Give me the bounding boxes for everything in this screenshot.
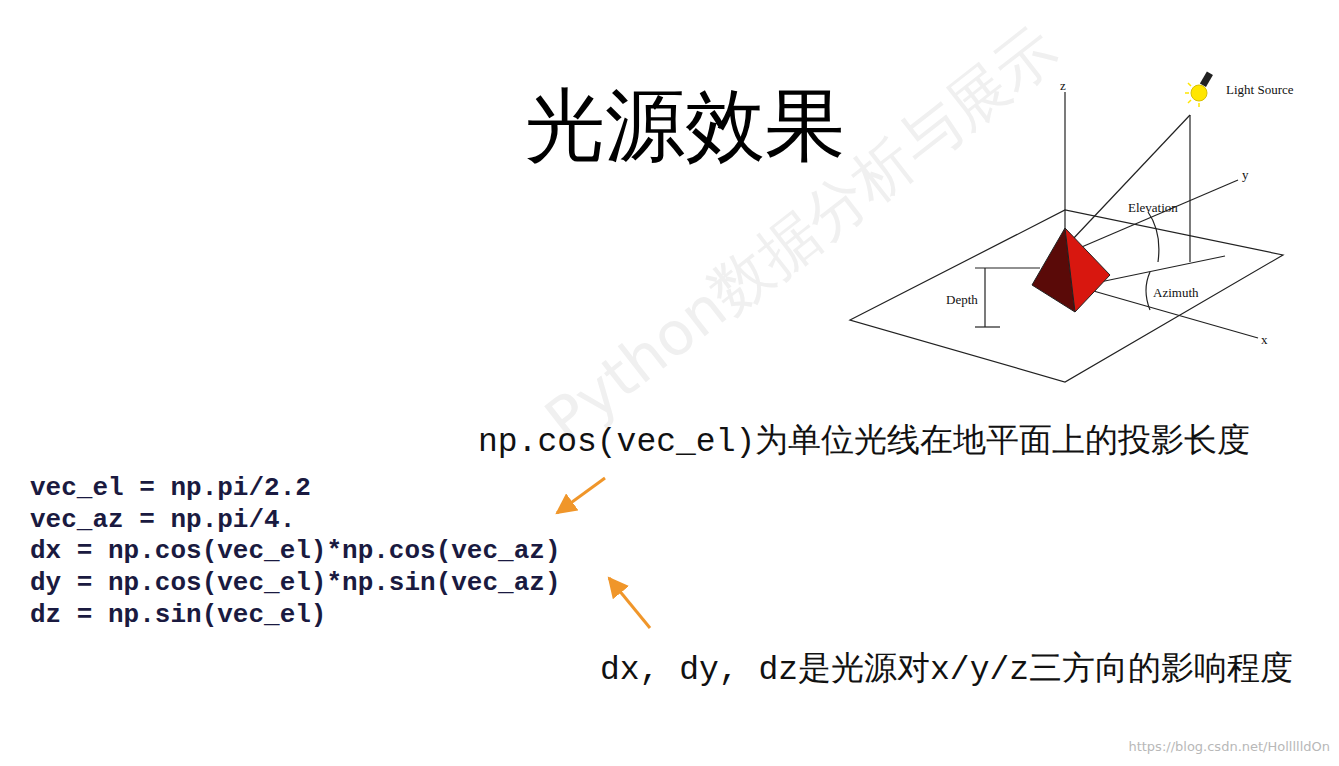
code-line: dz = np.sin(vec_el) (30, 600, 326, 630)
angle-label: Elevation (1128, 200, 1178, 216)
axis-label: x (1261, 332, 1268, 348)
title: 光源效果 (525, 73, 845, 181)
annotation: np.cos(vec_el)为单位光线在地平面上的投影长度 (478, 418, 1250, 463)
axis-label: y (1242, 167, 1249, 183)
angle-label: Azimuth (1153, 285, 1199, 301)
code-line: dx = np.cos(vec_el)*np.cos(vec_az) (30, 536, 561, 566)
code-line: vec_az = np.pi/4. (30, 505, 295, 535)
watermark-url: https://blog.csdn.net/HollllldOn (1128, 739, 1330, 754)
light-source-label: Light Source (1226, 82, 1294, 98)
annotation: dx, dy, dz是光源对x/y/z三方向的影响程度 (600, 646, 1293, 691)
code-line: dy = np.cos(vec_el)*np.sin(vec_az) (30, 568, 561, 598)
watermark: Python数据分析与展示 (529, 10, 1074, 460)
dimension-label: Depth (946, 292, 978, 308)
axis-label: z (1060, 78, 1066, 94)
code-line: vec_el = np.pi/2.2 (30, 473, 311, 503)
